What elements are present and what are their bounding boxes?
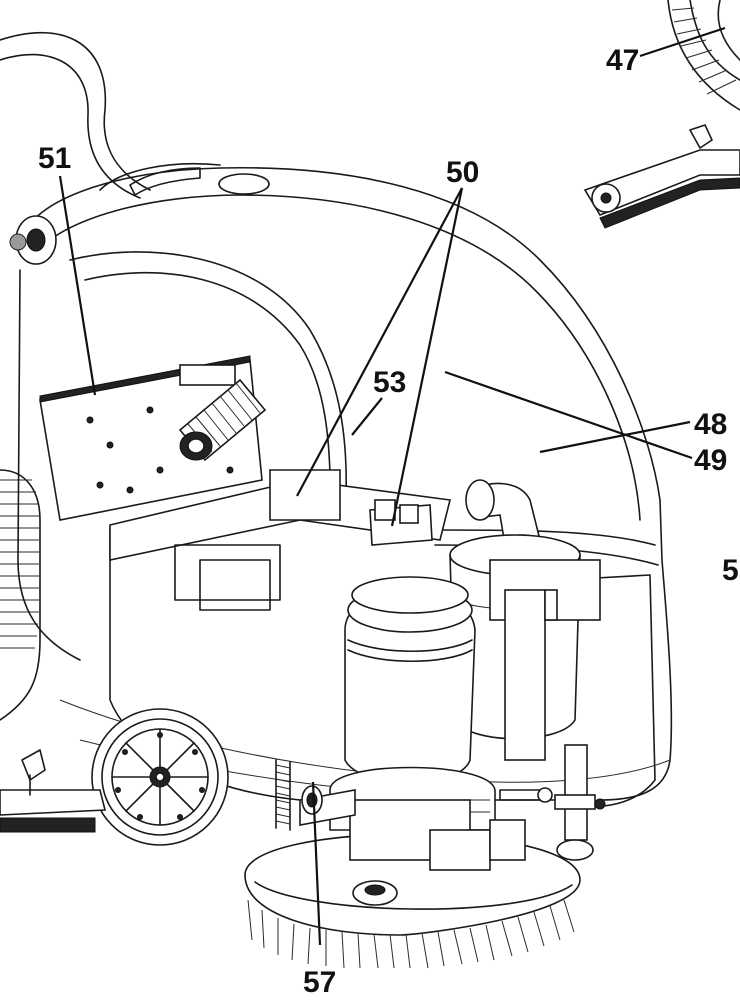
squeegee-assembly-icon	[583, 0, 740, 229]
leader-57	[311, 781, 322, 946]
coiled-hose-left	[0, 469, 41, 721]
wheel-spoked-icon	[91, 708, 229, 846]
callout-57: 57	[303, 966, 336, 999]
callout-47: 47	[606, 44, 639, 77]
leader-lines	[58, 26, 726, 946]
callout-53: 53	[373, 366, 406, 399]
callout-51: 51	[38, 142, 71, 175]
hose-fitting	[9, 215, 57, 265]
spring	[275, 759, 291, 831]
leader-51	[58, 175, 97, 396]
leader-50-a	[296, 187, 463, 497]
callout-49: 49	[694, 444, 727, 477]
callouts: 47 51 50 5 48 53 49 57	[38, 44, 739, 999]
callout-5-partial: 5	[722, 554, 739, 587]
callout-48: 48	[694, 408, 727, 441]
leader-49	[444, 370, 693, 460]
callout-50: 50	[446, 156, 479, 189]
leader-47	[639, 26, 726, 58]
deck-hardware	[299, 744, 606, 871]
filter-element	[178, 378, 267, 462]
control-board	[39, 355, 263, 521]
vacuum-motor-housing	[449, 534, 601, 761]
rear-squeegee	[0, 749, 107, 833]
leader-53	[351, 397, 383, 436]
elbow-pipe	[465, 479, 543, 556]
leader-48	[539, 420, 691, 454]
leader-50-b	[390, 187, 464, 527]
